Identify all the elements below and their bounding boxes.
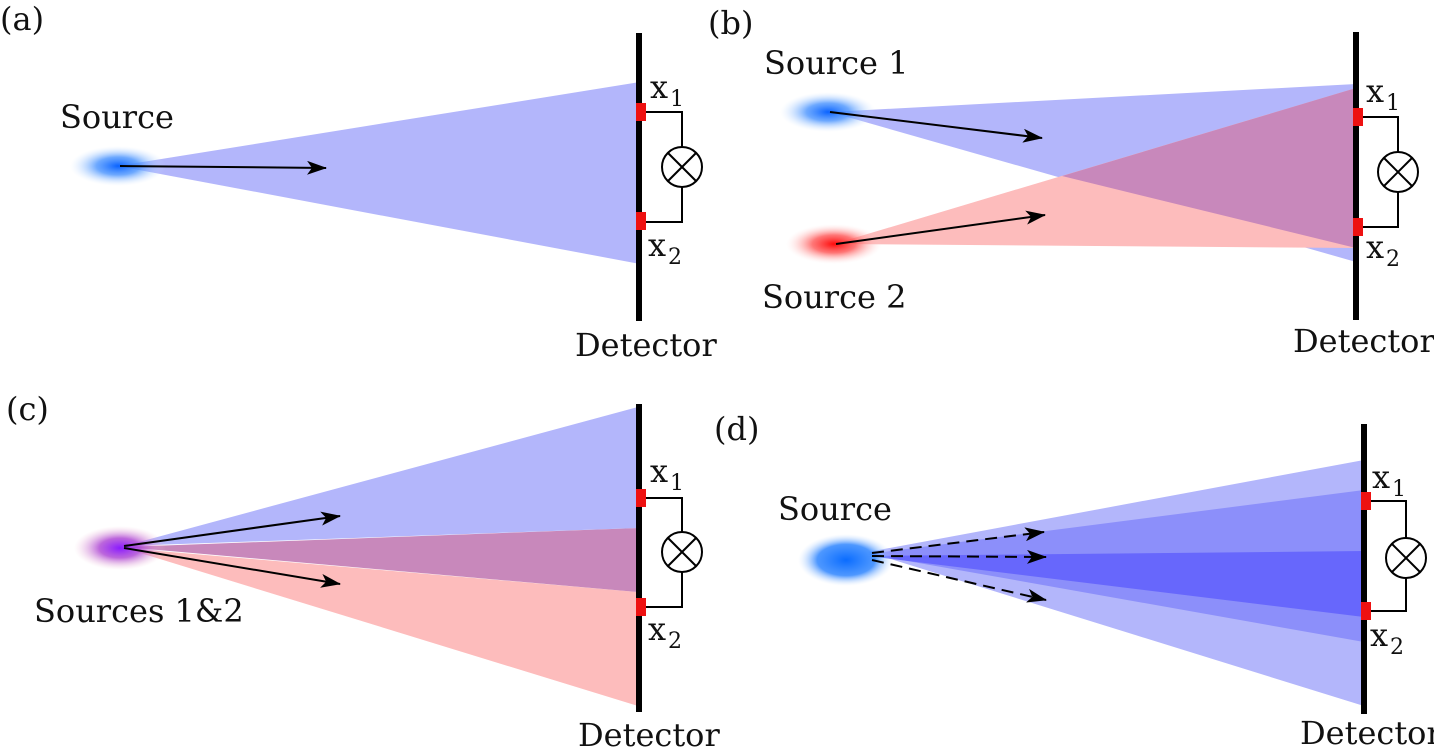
- arrow-c2: [123, 547, 341, 588]
- source-label-a: Source: [60, 98, 174, 136]
- arrow-d3: [871, 559, 1047, 603]
- x2-label-b: x2: [1366, 228, 1400, 272]
- panel-tag-a: (a): [0, 0, 44, 38]
- source-label-b1: Source 1: [764, 44, 908, 82]
- source-d: [798, 534, 894, 586]
- circled-x-icon: [661, 146, 703, 188]
- detector-label-c: Detector: [578, 716, 720, 750]
- pixel-x2-d: [1361, 602, 1371, 620]
- arrow-b1: [829, 111, 1043, 143]
- source-c: [74, 526, 166, 570]
- arrow-a: [119, 160, 327, 175]
- beam-c-overlap: [124, 528, 638, 592]
- pixel-x1-b: [1353, 108, 1363, 126]
- detector-bar-d: [1361, 424, 1367, 714]
- pixel-x2-c: [636, 598, 646, 616]
- panel-c: (c) Sources 1&2 x1 x2 Detector: [6, 390, 720, 750]
- detector-label-d: Detector: [1300, 714, 1434, 750]
- x1-label-a: x1: [650, 68, 684, 112]
- circled-x-icon: [1385, 537, 1427, 579]
- x2-label-d: x2: [1370, 616, 1404, 660]
- pixel-x1-a: [636, 103, 646, 121]
- arrow-d1: [871, 527, 1045, 554]
- detector-bar-a: [636, 33, 642, 321]
- detector-bar-c: [636, 404, 642, 712]
- panel-tag-b: (b): [708, 4, 753, 42]
- x1-label-c: x1: [650, 452, 684, 496]
- arrow-c1: [123, 511, 341, 547]
- source-b2: [786, 224, 882, 264]
- beam-c-red: [124, 548, 638, 706]
- source-a: [70, 146, 166, 186]
- x1-label-d: x1: [1372, 458, 1406, 502]
- panel-tag-d: (d): [714, 410, 759, 448]
- arrow-d2: [871, 549, 1047, 564]
- arrow-b2: [835, 210, 1046, 245]
- pixel-x1-c: [636, 489, 646, 507]
- source-b1: [780, 92, 876, 132]
- beam-c-blue: [124, 407, 638, 546]
- panel-b: (b) Source 1 Source 2 x1 x2 Detector: [708, 4, 1434, 360]
- detector-label-b: Detector: [1293, 322, 1434, 360]
- x2-label-c: x2: [648, 610, 682, 654]
- panel-d: (d) Source x1 x2 Detector: [714, 410, 1434, 750]
- detector-bar-b: [1353, 32, 1359, 320]
- pixel-x1-d: [1361, 492, 1371, 510]
- source-label-b2: Source 2: [762, 278, 906, 316]
- panel-tag-c: (c): [6, 390, 49, 428]
- panel-a: (a) Source x1 x2 Detector: [0, 0, 717, 364]
- beam-b-overlap: [1062, 88, 1356, 248]
- source-label-d: Source: [778, 490, 892, 528]
- beam-a: [118, 82, 640, 264]
- x2-label-a: x2: [648, 226, 682, 270]
- x1-label-b: x1: [1366, 72, 1400, 116]
- circled-x-icon: [661, 531, 703, 573]
- pixel-x2-b: [1353, 218, 1363, 236]
- detector-label-a: Detector: [575, 326, 717, 364]
- circled-x-icon: [1377, 151, 1419, 193]
- source-label-c: Sources 1&2: [34, 592, 244, 630]
- beam-d-inner: [868, 551, 1364, 617]
- pixel-x2-a: [636, 212, 646, 230]
